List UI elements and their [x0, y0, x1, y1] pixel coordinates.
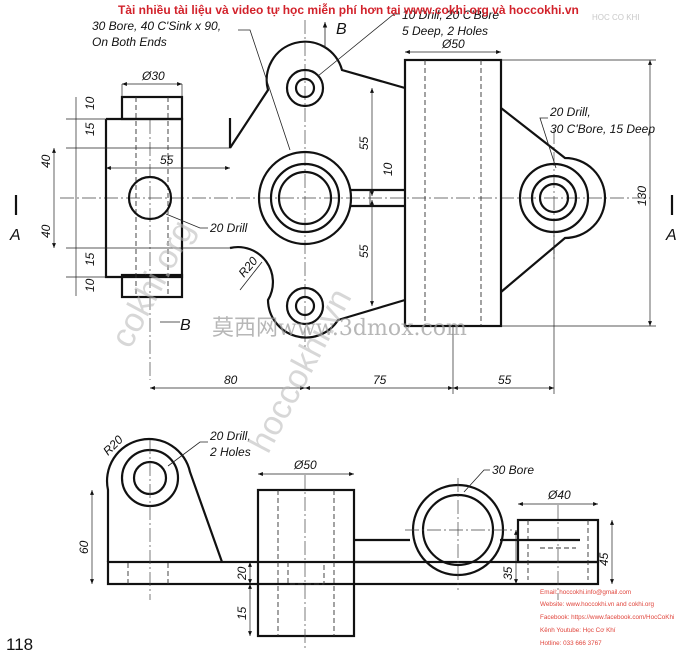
dim-text-40-top: 40	[39, 154, 53, 168]
label-b-top: B	[336, 21, 347, 38]
dim-text-10-top: 10	[83, 96, 97, 110]
contact-email: Email: hoccokhi.info@gmail.com	[540, 589, 631, 596]
main-boss-csink	[269, 162, 341, 234]
dim-text-d50: Ø50	[441, 37, 465, 51]
note-front-bore: 30 Bore	[492, 463, 534, 477]
tall-hidden-slot	[287, 562, 325, 585]
dim-text-front-15: 15	[235, 606, 249, 620]
dim-text-10-shaft: 10	[381, 162, 395, 176]
left-block	[104, 117, 184, 279]
dim-text-10-bottom: 10	[83, 278, 97, 292]
right-lug	[500, 107, 607, 293]
dim-text-front-d40: Ø40	[547, 488, 571, 502]
front-view	[90, 437, 614, 648]
dim-text-55-lower: 55	[357, 244, 371, 258]
label-a-left: A	[9, 227, 21, 244]
dim-text-15-bottom: 15	[83, 252, 97, 266]
right-block	[403, 58, 503, 328]
label-b-bottom: B	[180, 317, 191, 334]
left-bottom-boss	[120, 273, 184, 299]
dim-text-130: 130	[635, 186, 649, 206]
dim-text-55-inner: 55	[160, 153, 174, 167]
note-front-drill-2: 2 Holes	[209, 445, 251, 459]
arm	[354, 538, 410, 564]
label-a-right: A	[665, 227, 677, 244]
leader-front-drill	[167, 441, 208, 467]
leader-drill20-left	[165, 213, 208, 229]
right-boss-drill	[538, 182, 570, 214]
base-hidden	[127, 562, 169, 584]
lower-cbore	[285, 286, 325, 326]
dim-text-55: 55	[498, 373, 512, 387]
note-front-drill-1: 20 Drill,	[209, 429, 251, 443]
dim-text-55-upper: 55	[357, 136, 371, 150]
note-drill20-left: 20 Drill	[209, 221, 248, 235]
dim-text-75: 75	[373, 373, 387, 387]
right-boss-cbore	[530, 174, 578, 222]
leader-r20	[239, 261, 263, 291]
upper-cbore	[285, 68, 325, 108]
leader-drill20	[539, 117, 557, 169]
leader-drill10	[317, 13, 400, 77]
connecting-shaft	[351, 188, 405, 208]
watermark-serif: 莫西网www.3dmox.com	[212, 316, 467, 341]
leader-front-bore	[463, 469, 490, 493]
dim-text-d30: Ø30	[141, 69, 165, 83]
contact-youtube: Kênh Youtube: Học Cơ Khí	[540, 627, 616, 634]
contact-facebook: Facebook: https://www.facebook.com/HocCo…	[540, 614, 674, 621]
dim-text-front-45: 45	[597, 552, 611, 566]
note-drill10-2: 5 Deep, 2 Holes	[402, 24, 488, 38]
note-drill20-1: 20 Drill,	[549, 105, 591, 119]
left-top-boss	[120, 95, 184, 121]
watermark-top-banner: Tài nhiều tài liệu và video tự học miễn …	[118, 2, 579, 17]
page-number: 118	[6, 635, 33, 654]
dim-text-front-d50: Ø50	[293, 458, 317, 472]
dim-text-15-top: 15	[83, 122, 97, 136]
note-bore-1: 30 Bore, 40 C'Sink x 90,	[92, 19, 221, 33]
contact-website: Website: www.hoccokhi.vn and cokhi.org	[540, 601, 654, 608]
note-drill20-2: 30 C'Bore, 15 Deep	[550, 122, 655, 136]
main-plate-outline	[229, 40, 406, 339]
top-view	[14, 13, 674, 394]
watermark-brand: HOC CO KHI	[592, 13, 640, 22]
leader-bore	[238, 29, 291, 151]
main-boss-bore	[277, 170, 333, 226]
left-ear	[105, 437, 224, 563]
left-drill-circle	[127, 175, 173, 221]
lower-drill	[294, 295, 316, 317]
dim-text-r20-top: R20	[236, 254, 261, 280]
note-drill10-1: 10 Drill, 20 C'Bore	[402, 8, 499, 22]
dim-text-80: 80	[224, 373, 238, 387]
main-boss-outer	[257, 150, 353, 246]
note-bore-2: On Both Ends	[92, 35, 167, 49]
dim-text-front-35: 35	[501, 566, 515, 580]
dim-text-front-r20: R20	[100, 432, 126, 458]
contact-hotline: Hotline: 033 666 3767	[540, 640, 602, 647]
dim-text-front-20: 20	[235, 566, 249, 581]
upper-drill	[294, 77, 316, 99]
dim-text-40-bottom: 40	[39, 224, 53, 238]
right-small-hidden	[527, 520, 589, 580]
dim-text-front-60: 60	[77, 540, 91, 554]
watermark-diagonal-2: hoccokhi.vn	[242, 282, 360, 458]
